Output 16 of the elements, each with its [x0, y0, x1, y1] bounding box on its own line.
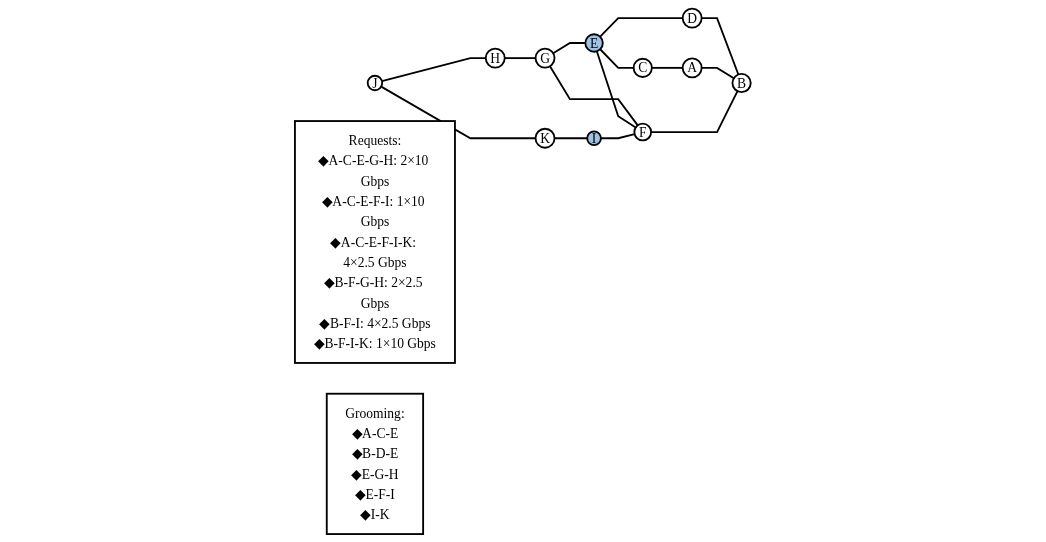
connector	[549, 65, 639, 127]
node-box: Grooming: ◆A-C-E ◆B-D-E ◆E-G-H ◆E-F-I ◆I-K	[326, 392, 425, 535]
node-box: Requests: ◆A-C-E-G-H: 2×10 Gbps ◆A-C-E-F-I: 1×10 Gbps ◆A-C-E-F-I-K: 4×2.5 Gbps ◆B-F-G-H: 2×2.5 Gbps ◆B-F-I: 4×2.5 Gbps ◆B-F-I-K: 1×10 Gbps	[294, 120, 457, 364]
node-circle: I	[586, 130, 603, 146]
node-circle: B	[731, 72, 752, 94]
node-circle: G	[534, 47, 556, 69]
node-circle: K	[534, 127, 556, 149]
connector	[596, 50, 637, 129]
node-circle: H	[485, 47, 506, 69]
node-circle: E	[584, 33, 604, 53]
node-circle: F	[633, 122, 653, 142]
node-circle: A	[681, 57, 703, 79]
node-circle: J	[366, 74, 384, 92]
node-circle: C	[632, 57, 653, 78]
connector	[600, 133, 636, 140]
node-circle: D	[681, 7, 703, 29]
